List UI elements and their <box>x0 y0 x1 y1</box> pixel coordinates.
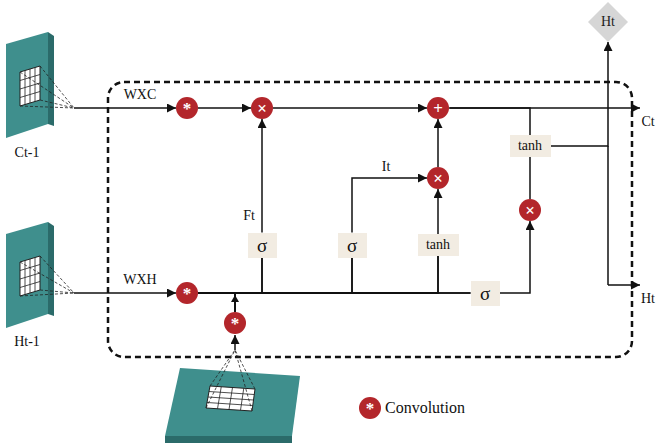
weight-label: WXC <box>124 87 157 102</box>
node-text: + <box>433 100 443 117</box>
tanh-box: tanh <box>510 135 551 157</box>
convolution-circle: * <box>176 97 198 119</box>
node-text: Ht <box>601 15 615 29</box>
legend-text: Convolution <box>385 399 465 417</box>
sigmoid-box: σ <box>338 233 367 258</box>
gate-label: It <box>382 159 391 174</box>
node-text: tanh <box>426 238 450 252</box>
connector <box>198 256 438 293</box>
convolution-circle: * <box>176 282 198 304</box>
connector <box>551 42 609 146</box>
node-text: σ <box>347 236 357 255</box>
multiply-circle: × <box>427 167 449 189</box>
node-text: × <box>525 202 535 219</box>
feature-map <box>165 350 300 443</box>
output-label: Ht <box>641 291 655 306</box>
output-wire <box>608 284 640 286</box>
connector <box>198 258 352 294</box>
output-label: Ct <box>641 114 654 129</box>
legend-swatch <box>359 397 381 419</box>
connector <box>529 157 531 199</box>
node-text: tanh <box>518 139 542 153</box>
connector <box>235 256 438 312</box>
multiply-circle: × <box>251 97 273 119</box>
multiply-circle: × <box>519 199 541 221</box>
output-diamond: Ht <box>588 2 628 42</box>
connector <box>198 258 262 294</box>
connector <box>235 258 262 313</box>
output-wire <box>607 146 609 285</box>
connector <box>500 221 531 293</box>
node-text: * <box>183 100 192 117</box>
connector <box>449 108 530 135</box>
feature-map <box>6 222 74 328</box>
connector <box>352 178 427 233</box>
add-circle: + <box>427 97 449 119</box>
connector <box>198 107 251 109</box>
connector <box>235 293 471 312</box>
input-wire <box>74 292 176 294</box>
node-text: * <box>231 315 240 332</box>
node-text: σ <box>480 284 490 303</box>
connector <box>437 119 439 167</box>
legend-symbol: * <box>366 400 375 419</box>
cell-boundary <box>108 82 632 357</box>
connector <box>437 189 439 234</box>
gate-label: Ft <box>243 208 255 223</box>
connector <box>273 107 427 109</box>
convolution-circle: * <box>224 312 246 334</box>
input-label: Ht-1 <box>14 334 40 349</box>
node-text: × <box>433 170 443 187</box>
input-wire <box>234 335 236 350</box>
connector <box>261 119 263 233</box>
input-wire <box>74 107 176 109</box>
node-text: σ <box>257 236 267 255</box>
sigmoid-box: σ <box>471 281 500 306</box>
feature-map <box>6 32 74 138</box>
node-text: × <box>257 100 267 117</box>
tanh-box: tanh <box>418 234 459 256</box>
connector <box>235 258 352 313</box>
sigmoid-box: σ <box>248 233 277 258</box>
weight-label: WXH <box>123 272 156 287</box>
input-label: Ct-1 <box>15 145 40 160</box>
node-text: * <box>183 285 192 302</box>
